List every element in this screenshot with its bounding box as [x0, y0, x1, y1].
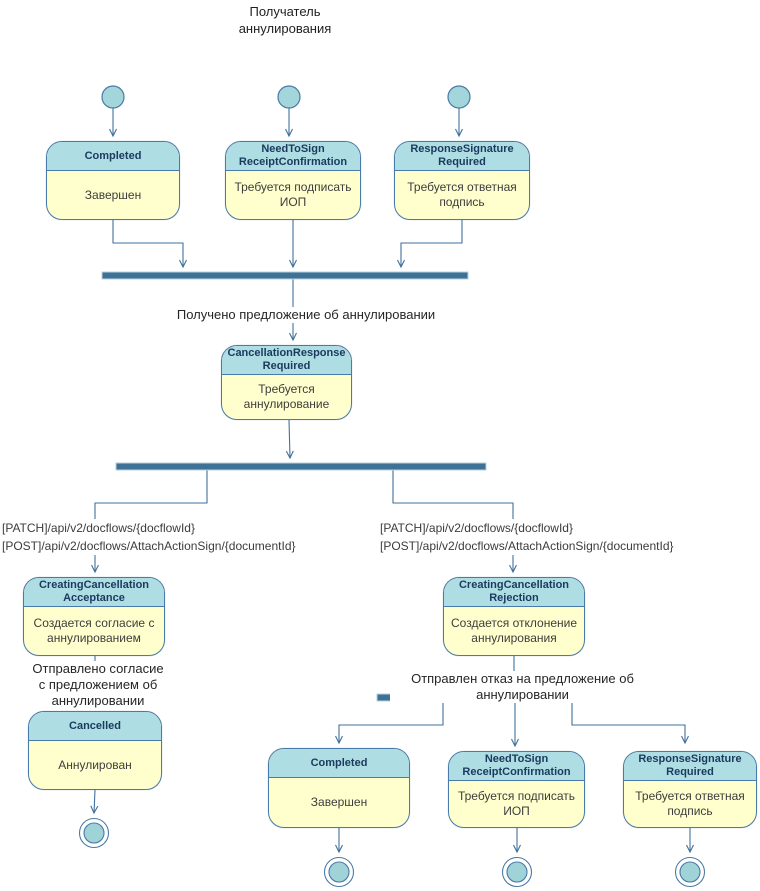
state-responsesignature-top: ResponseSignature Required Требуется отв…	[394, 141, 530, 220]
fork-bar-middle	[115, 462, 487, 471]
state-desc: Требуется подписать ИОП	[234, 180, 352, 209]
state-desc: Создается согласие с аннулированием	[33, 616, 155, 645]
api-left-line2: [POST]/api/v2/docflows/AttachActionSign/…	[2, 539, 296, 553]
api-right-line1: [PATCH]/api/v2/docflows/{docflowId}	[380, 521, 573, 535]
initial-node-3	[447, 85, 471, 109]
state-cancelled: Cancelled Аннулирован	[28, 711, 162, 790]
state-creatingcancellation-acceptance: CreatingCancellation Acceptance Создаетс…	[23, 577, 165, 656]
state-completed-top: Completed Завершен	[46, 141, 180, 220]
state-desc: Требуется ответная подпись	[407, 180, 517, 209]
state-desc: Требуется ответная подпись	[635, 789, 745, 818]
state-name: Completed	[269, 749, 409, 778]
initial-node-2	[277, 85, 301, 109]
final-node-responsesignature-bottom	[674, 856, 706, 888]
state-name: ResponseSignature Required	[395, 142, 529, 171]
edge-fork2-to-completed-bottom	[335, 701, 444, 745]
edge-completed-top-to-join-bar	[112, 220, 187, 269]
initial-node-1	[101, 85, 125, 109]
state-desc: Завершен	[84, 187, 142, 202]
api-left-line1: [PATCH]/api/v2/docflows/{docflowId}	[2, 521, 195, 535]
state-desc: Аннулирован	[58, 757, 132, 772]
state-name: Cancelled	[29, 712, 161, 741]
state-name: Completed	[47, 142, 179, 171]
state-name: NeedToSign ReceiptConfirmation	[449, 752, 584, 781]
state-completed-bottom: Completed Завершен	[268, 748, 410, 828]
edge-fork2-to-responsesignature-bottom	[571, 701, 689, 745]
state-desc: Требуется аннулирование	[243, 382, 330, 411]
state-desc: Создается отклонение аннулирования	[451, 616, 577, 645]
state-desc: Завершен	[310, 795, 368, 809]
state-desc: Требуется подписать ИОП	[457, 789, 576, 818]
state-name: CancellationResponse Required	[222, 346, 351, 375]
join-bar-top	[101, 271, 469, 280]
state-name: ResponseSignature Required	[624, 752, 756, 781]
edge-cancelled-to-final	[90, 789, 99, 815]
edge-label-api-right: [PATCH]/api/v2/docflows/{docflowId} [POS…	[380, 519, 674, 555]
state-name: NeedToSign ReceiptConfirmation	[226, 142, 360, 171]
edge-label-api-left: [PATCH]/api/v2/docflows/{docflowId} [POS…	[2, 519, 296, 555]
edge-label-sent-acceptance: Отправлено согласие с предложением об ан…	[0, 661, 196, 709]
sent-acceptance-line2: с предложением об аннулировании	[38, 677, 158, 708]
final-node-completed-bottom	[323, 856, 355, 888]
edge-responsesignature-top-to-join-bar	[397, 220, 463, 269]
final-node-needtosign-bottom	[501, 856, 533, 888]
final-node-cancelled	[78, 817, 110, 849]
state-needtosign-bottom: NeedToSign ReceiptConfirmation Требуется…	[448, 751, 585, 828]
state-name: CreatingCancellation Acceptance	[24, 578, 164, 607]
edge-label-sent-rejection: Отправлен отказ на предложение об аннули…	[390, 671, 655, 703]
state-responsesignature-bottom: ResponseSignature Required Требуется отв…	[623, 751, 757, 828]
state-creatingcancellation-rejection: CreatingCancellation Rejection Создается…	[443, 577, 585, 656]
sent-acceptance-line1: Отправлено согласие	[32, 661, 164, 676]
edge-label-received-proposal: Получено предложение об аннулировании	[176, 307, 436, 323]
state-name: CreatingCancellation Rejection	[444, 578, 584, 607]
edge-cancellationresponse-to-fork-bar	[285, 419, 294, 460]
api-right-line2: [POST]/api/v2/docflows/AttachActionSign/…	[380, 539, 674, 553]
state-cancellationresponse-required: CancellationResponse Required Требуется …	[221, 345, 352, 420]
diagram-title: Получатель аннулирования	[238, 4, 332, 36]
state-needtosign-top: NeedToSign ReceiptConfirmation Требуется…	[225, 141, 361, 220]
